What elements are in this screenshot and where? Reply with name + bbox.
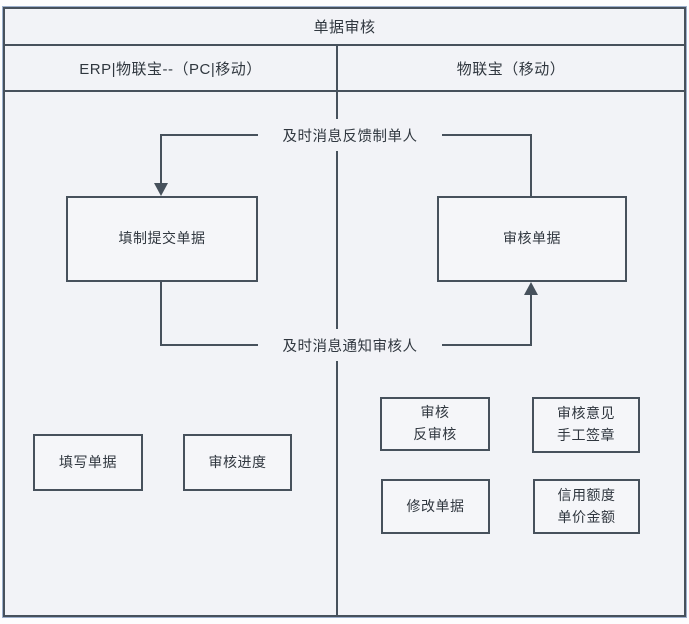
node-progress: 审核进度 [183,434,292,491]
node-opinion-sign: 审核意见 手工签章 [532,397,640,453]
connector-feedback-right-segment [530,134,532,196]
node-credit-line1: 信用额度 [557,486,616,503]
node-audit-unaudit-line2: 反审核 [413,426,457,442]
edge-label-feedback: 及时消息反馈制单人 [258,119,442,151]
connector-feedback-left-segment [160,134,162,184]
connector-notify-right-segment [530,294,532,346]
title-row-divider [5,44,684,46]
edge-label-notify: 及时消息通知审核人 [258,329,442,361]
arrowhead-into-fill-submit [154,183,168,196]
node-fill-doc-label: 填写单据 [59,453,117,470]
node-audit-unaudit: 审核 反审核 [380,397,490,451]
node-audit-unaudit-line1: 审核 [420,404,450,421]
lane-header-wulianbao: 物联宝（移动） [456,60,566,78]
node-modify: 修改单据 [381,479,490,534]
node-fill-doc: 填写单据 [33,434,143,491]
lane-header-erp: ERP|物联宝--（PC|移动） [79,60,262,78]
node-opinion-sign-line2: 手工签章 [557,427,615,443]
node-progress-label: 审核进度 [208,453,267,470]
diagram-title: 单据审核 [313,19,376,36]
node-credit: 信用额度 单价金额 [533,479,640,534]
node-credit-line2: 单价金额 [557,508,616,525]
node-fill-submit: 填制提交单据 [66,196,258,282]
connector-notify-left-segment [160,280,162,346]
node-audit: 审核单据 [437,196,627,282]
node-opinion-sign-line1: 审核意见 [557,405,615,422]
node-audit-label: 审核单据 [503,230,561,247]
arrowhead-into-audit [524,282,538,295]
node-modify-label: 修改单据 [406,497,465,514]
header-row-divider [5,90,684,92]
node-fill-submit-label: 填制提交单据 [118,230,206,247]
